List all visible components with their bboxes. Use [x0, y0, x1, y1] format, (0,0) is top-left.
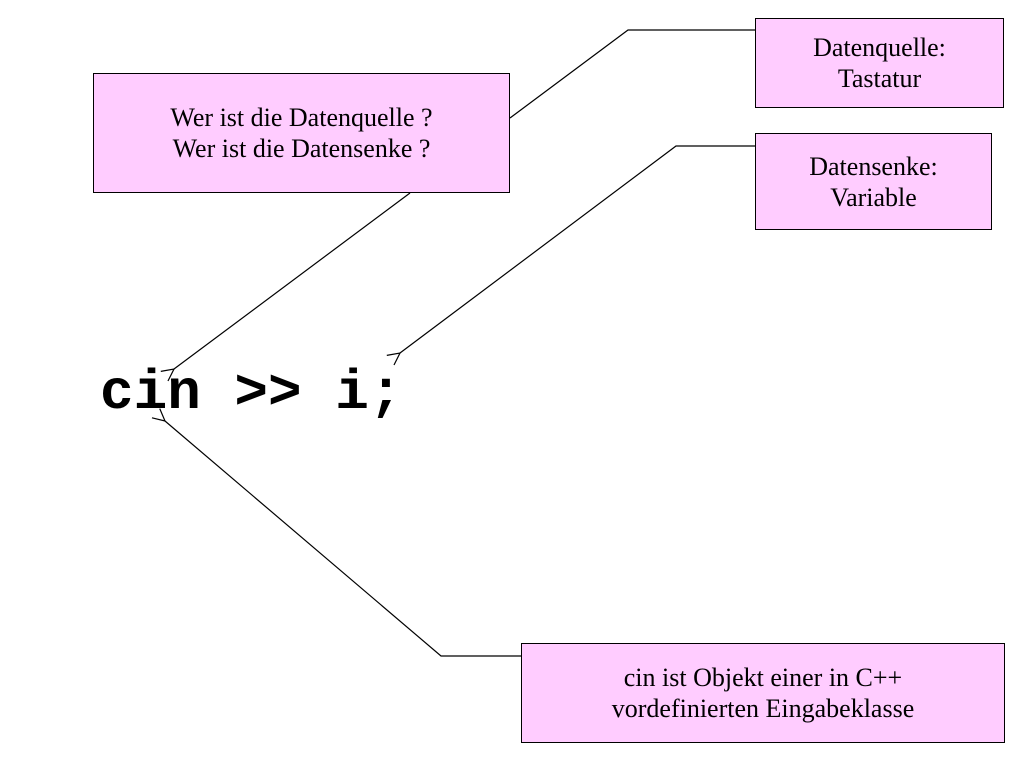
callout-cin-line1: cin ist Objekt einer in C++: [623, 663, 903, 692]
arrow-cin-object-to-cin: [165, 421, 521, 657]
callout-data-sink: Datensenke: Variable: [755, 133, 992, 230]
callout-cin-object: cin ist Objekt einer in C++ vordefiniert…: [521, 643, 1005, 743]
callout-question-line2: Wer ist die Datensenke ?: [172, 134, 431, 163]
callout-cin-line2: vordefinierten Eingabeklasse: [611, 694, 915, 723]
callout-question-line1: Wer ist die Datenquelle ?: [170, 103, 433, 132]
callout-sink-line2: Variable: [830, 182, 917, 212]
callout-source-line1: Datenquelle:: [813, 33, 946, 62]
connector-question-to-source: [509, 29, 755, 119]
callout-source-line2: Tastatur: [837, 64, 922, 93]
callout-question: Wer ist die Datenquelle ? Wer ist die Da…: [93, 73, 510, 193]
callout-sink-line1: Datensenke:: [809, 151, 938, 181]
code-statement: cin >> i;: [100, 361, 403, 425]
callout-data-source: Datenquelle: Tastatur: [755, 18, 1004, 108]
arrow-question-to-cin: [174, 192, 411, 369]
arrow-sink-to-variable: [400, 145, 755, 353]
